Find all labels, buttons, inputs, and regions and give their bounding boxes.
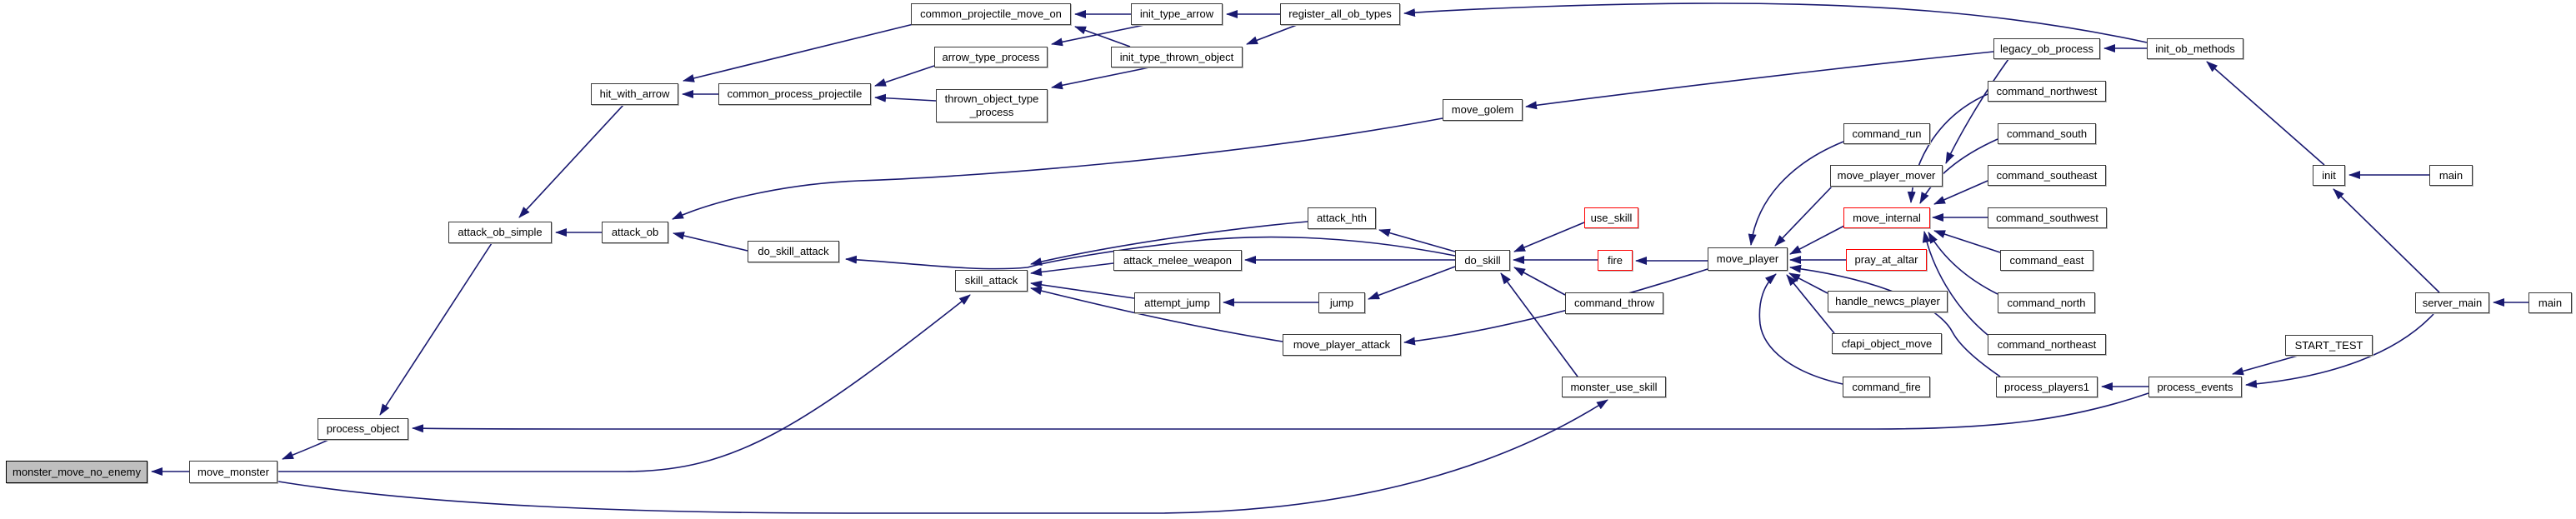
node-process_object[interactable]: process_object: [318, 418, 408, 440]
node-move_internal[interactable]: move_internal: [1843, 207, 1930, 228]
edge-move_golem-attack_ob: [672, 117, 1443, 220]
node-monster_move_no_enemy: monster_move_no_enemy: [6, 461, 148, 483]
node-main-init-caller[interactable]: main: [2429, 165, 2473, 186]
edge-move_monster-skill_attack: [278, 294, 971, 472]
edge-START_TEST-process_events: [2232, 355, 2298, 376]
node-command_southwest[interactable]: command_southwest: [1988, 207, 2107, 228]
node-move_golem[interactable]: move_golem: [1443, 99, 1523, 121]
edge-move_monster-monster_use_skill: [278, 399, 1608, 514]
edge-process_object-move_monster: [282, 439, 329, 460]
node-command_throw[interactable]: command_throw: [1565, 292, 1663, 314]
edge-cfapi_object_move-move_player: [1786, 274, 1835, 334]
edge-command_run-move_player: [1748, 141, 1844, 246]
node-command_northeast[interactable]: command_northeast: [1988, 334, 2106, 355]
edge-command_southeast-move_internal: [1933, 180, 1988, 205]
edge-thrown_object_type_process-common_process_projectile: [874, 93, 937, 102]
edge-server_main-process_events: [2245, 313, 2434, 388]
edge-do_skill-jump: [1368, 266, 1456, 300]
node-attack_melee_weapon[interactable]: attack_melee_weapon: [1113, 250, 1242, 271]
node-command_north[interactable]: command_north: [1998, 292, 2095, 313]
node-thrown_object_type_process[interactable]: thrown_object_type _process: [936, 89, 1048, 122]
edge-use_skill-do_skill: [1513, 222, 1585, 252]
node-attack_ob[interactable]: attack_ob: [602, 222, 668, 243]
edge-command_northwest-move_internal: [1907, 93, 1988, 203]
edge-common_projectile_move_on-hit_with_arrow: [683, 23, 914, 82]
node-pray_at_altar[interactable]: pray_at_altar: [1846, 249, 1927, 271]
edge-do_skill-attack_hth: [1378, 228, 1456, 252]
node-arrow_type_process[interactable]: arrow_type_process: [934, 47, 1048, 67]
node-command_south[interactable]: command_south: [1998, 123, 2096, 144]
edge-command_fire-move_player: [1758, 273, 1843, 385]
node-command_southeast[interactable]: command_southeast: [1988, 165, 2106, 186]
edge-move_internal-move_player: [1789, 225, 1845, 255]
edge-legacy_ob_process-move_golem: [1525, 51, 1994, 110]
node-common_projectile_move_on[interactable]: common_projectile_move_on: [911, 3, 1071, 25]
edge-command_north-move_internal: [1928, 232, 1998, 295]
node-init[interactable]: init: [2313, 165, 2345, 186]
node-do_skill[interactable]: do_skill: [1455, 250, 1510, 271]
edge-command_throw-do_skill: [1513, 267, 1566, 296]
edge-attack_melee_weapon-skill_attack: [1030, 262, 1114, 277]
edge-init_type_thrown_object-thrown_object_type_process: [1051, 67, 1150, 90]
node-command_run[interactable]: command_run: [1843, 123, 1930, 144]
node-move_player_mover[interactable]: move_player_mover: [1830, 165, 1943, 187]
edge-move_player_mover-move_player: [1774, 185, 1833, 247]
node-legacy_ob_process[interactable]: legacy_ob_process: [1993, 38, 2100, 59]
node-monster_use_skill[interactable]: monster_use_skill: [1562, 377, 1666, 397]
node-command_fire[interactable]: command_fire: [1843, 377, 1930, 397]
edge-attempt_jump-skill_attack: [1030, 280, 1135, 299]
edge-command_northeast-move_internal: [1922, 231, 1988, 336]
node-common_process_projectile[interactable]: common_process_projectile: [718, 83, 871, 105]
node-handle_newcs_player[interactable]: handle_newcs_player: [1828, 291, 1948, 312]
edge-server_main-init: [2333, 188, 2440, 293]
edge-attack_ob_simple-process_object: [379, 242, 493, 416]
node-jump[interactable]: jump: [1318, 292, 1365, 313]
node-attack_hth[interactable]: attack_hth: [1308, 207, 1376, 229]
node-cfapi_object_move[interactable]: cfapi_object_move: [1832, 333, 1942, 354]
edge-init_type_thrown_object-common_projectile_move_on: [1074, 26, 1131, 47]
node-server_main[interactable]: server_main: [2415, 292, 2489, 313]
node-attempt_jump[interactable]: attempt_jump: [1134, 292, 1220, 313]
node-init_type_thrown_object[interactable]: init_type_thrown_object: [1111, 47, 1243, 67]
node-command_northwest[interactable]: command_northwest: [1988, 81, 2106, 102]
edge-hit_with_arrow-attack_ob_simple: [518, 104, 624, 218]
edge-monster_use_skill-do_skill: [1500, 272, 1578, 377]
edge-move_player_attack-skill_attack: [1030, 287, 1283, 342]
edge-arrow_type_process-common_process_projectile: [874, 65, 935, 87]
edge-command_east-move_internal: [1933, 230, 2001, 253]
edge-command_south-move_internal: [1919, 138, 1998, 204]
node-process_players1[interactable]: process_players1: [1996, 377, 2098, 397]
edge-init-init_ob_methods: [2206, 61, 2325, 166]
edge-legacy_ob_process-move_player_mover: [1945, 58, 2009, 164]
edge-process_events-process_object: [412, 392, 2149, 433]
node-move_player[interactable]: move_player: [1708, 247, 1788, 271]
node-hit_with_arrow[interactable]: hit_with_arrow: [591, 83, 678, 105]
node-START_TEST[interactable]: START_TEST: [2285, 335, 2373, 356]
node-command_east[interactable]: command_east: [2000, 250, 2093, 271]
edge-process_players1-move_player: [1789, 264, 2001, 377]
edge-attack_hth-skill_attack: [1030, 221, 1308, 266]
node-main-server-caller[interactable]: main: [2528, 292, 2572, 313]
node-register_all_ob_types[interactable]: register_all_ob_types: [1280, 3, 1400, 25]
node-move_monster[interactable]: move_monster: [189, 461, 278, 483]
edge-register_all_ob_types-init_type_thrown_object: [1246, 24, 1298, 45]
edge-do_skill_attack-attack_ob: [673, 232, 748, 252]
node-init_type_arrow[interactable]: init_type_arrow: [1131, 3, 1223, 25]
node-skill_attack[interactable]: skill_attack: [955, 270, 1028, 292]
node-use_skill[interactable]: use_skill: [1584, 207, 1638, 228]
node-process_events[interactable]: process_events: [2148, 377, 2242, 397]
node-move_player_attack[interactable]: move_player_attack: [1283, 334, 1401, 356]
node-attack_ob_simple[interactable]: attack_ob_simple: [448, 222, 552, 243]
edge-handle_newcs_player-move_player: [1788, 272, 1828, 294]
edge-move_player-move_player_attack: [1403, 268, 1708, 346]
node-init_ob_methods[interactable]: init_ob_methods: [2147, 38, 2243, 59]
node-do_skill_attack[interactable]: do_skill_attack: [748, 241, 839, 262]
edge-init_ob_methods-register_all_ob_types: [1403, 2, 2148, 43]
node-fire[interactable]: fire: [1598, 250, 1633, 271]
